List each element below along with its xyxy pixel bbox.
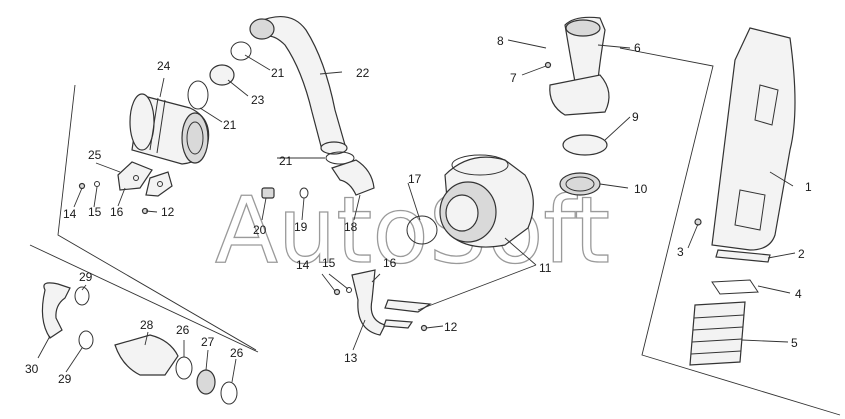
intake-elbow xyxy=(549,16,610,116)
bolt xyxy=(78,182,86,190)
callout-14: 14 xyxy=(296,258,310,272)
screw xyxy=(544,61,552,69)
clamp-ring xyxy=(187,80,209,110)
air-cleaner-housing xyxy=(129,93,210,165)
seal-2 xyxy=(715,249,771,263)
clamp-ring-17 xyxy=(406,215,438,245)
nut xyxy=(420,324,428,332)
callout-4: 4 xyxy=(795,287,802,301)
callout-26: 26 xyxy=(230,346,244,360)
callout-7: 7 xyxy=(510,71,517,85)
callout-9: 9 xyxy=(632,110,639,124)
sensor-connector xyxy=(261,187,275,199)
callout-25: 25 xyxy=(88,148,102,162)
callout-12: 12 xyxy=(444,320,458,334)
callout-15: 15 xyxy=(88,205,102,219)
callout-10: 10 xyxy=(634,182,648,196)
center-air-cleaner xyxy=(439,154,534,248)
callout-8: 8 xyxy=(497,34,504,48)
watermark: AutoSoft xyxy=(215,177,610,284)
callout-14: 14 xyxy=(63,207,77,221)
intake-pipe xyxy=(249,15,348,155)
callout-13: 13 xyxy=(344,351,358,365)
washer xyxy=(346,287,352,293)
callout-21: 21 xyxy=(271,66,285,80)
callout-17: 17 xyxy=(408,172,422,186)
callout-26: 26 xyxy=(176,323,190,337)
seal-ring xyxy=(562,134,608,156)
callout-22: 22 xyxy=(356,66,370,80)
callout-28: 28 xyxy=(140,318,154,332)
callout-18: 18 xyxy=(344,220,358,234)
callout-20: 20 xyxy=(253,223,267,237)
lower-hose-assembly xyxy=(41,282,238,405)
callout-21: 21 xyxy=(223,118,237,132)
housing-bracket xyxy=(117,161,173,197)
callout-15: 15 xyxy=(322,256,336,270)
left-group-frame xyxy=(57,84,257,351)
callout-29: 29 xyxy=(58,372,72,386)
callout-2: 2 xyxy=(798,247,805,261)
callout-labels: 1 2 3 4 5 6 7 8 9 10 11 12 12 13 14 14 1… xyxy=(25,34,812,386)
right-group-frame xyxy=(619,47,841,416)
washer xyxy=(94,181,100,187)
callout-21: 21 xyxy=(279,154,293,168)
callout-23: 23 xyxy=(251,93,265,107)
support-bracket xyxy=(351,269,432,336)
bellows-hose xyxy=(689,301,746,366)
callout-16: 16 xyxy=(383,256,397,270)
callout-12: 12 xyxy=(161,205,175,219)
bolt xyxy=(333,288,341,296)
callout-27: 27 xyxy=(201,335,215,349)
callout-6: 6 xyxy=(634,41,641,55)
callout-30: 30 xyxy=(25,362,39,376)
callout-24: 24 xyxy=(157,59,171,73)
callout-29: 29 xyxy=(79,270,93,284)
hose-clamp-inner xyxy=(565,176,595,192)
callout-19: 19 xyxy=(294,220,308,234)
snorkel-housing xyxy=(711,27,796,251)
gasket-4 xyxy=(711,279,759,295)
rubber-elbow xyxy=(331,159,375,196)
clamp-ring xyxy=(325,151,355,165)
callout-1: 1 xyxy=(805,180,812,194)
callout-16: 16 xyxy=(110,205,124,219)
clamp-ring xyxy=(230,41,252,61)
callout-3: 3 xyxy=(677,245,684,259)
pipe-group-frame xyxy=(29,244,259,353)
leader-lines xyxy=(37,39,796,383)
callout-11: 11 xyxy=(539,261,552,275)
callout-5: 5 xyxy=(791,336,798,350)
